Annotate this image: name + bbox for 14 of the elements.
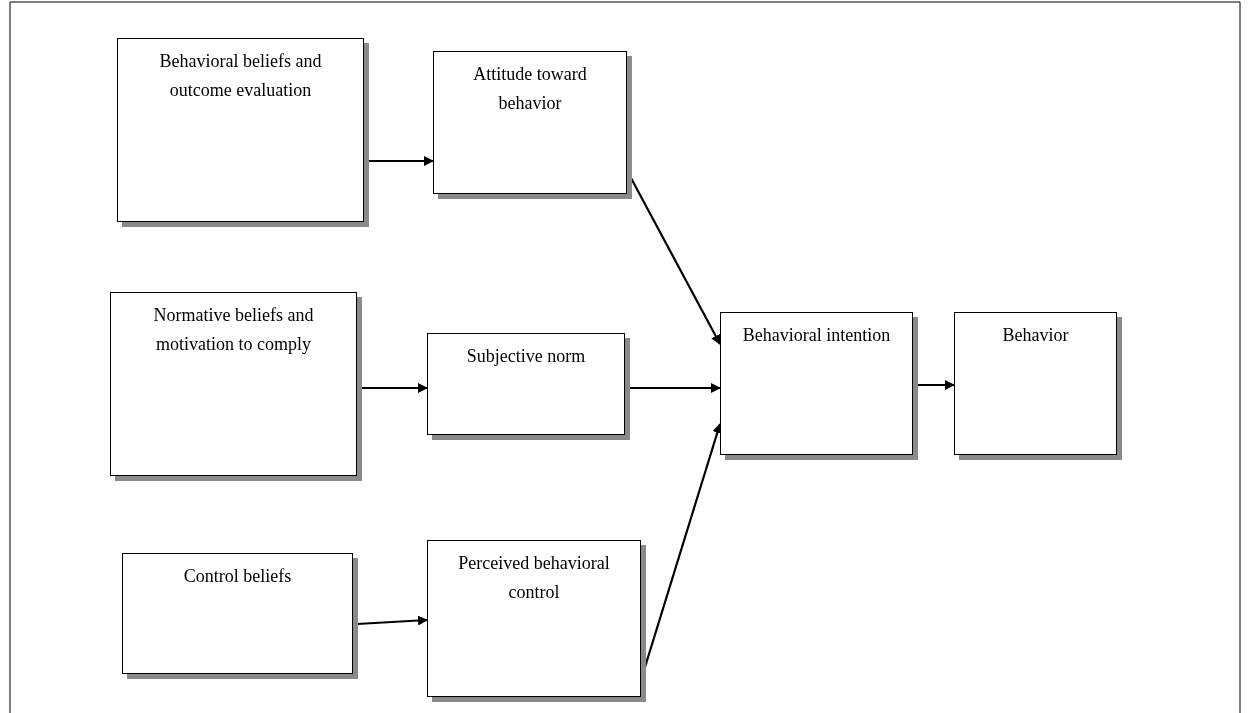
box-label: Normative beliefs and motivation to comply: [152, 304, 315, 356]
box-label: Behavioral beliefs and outcome evaluation: [158, 50, 323, 102]
box-label: Subjective norm: [465, 345, 587, 368]
arrow: [368, 156, 434, 166]
box-label: Behavioral intention: [741, 324, 892, 347]
box-label: Behavior: [1001, 324, 1070, 347]
box-label: Attitude toward behavior: [472, 63, 588, 115]
arrow: [356, 615, 428, 626]
box-label: Perceived behavioral control: [457, 552, 611, 604]
box-label: Control beliefs: [182, 565, 293, 588]
arrow: [361, 383, 428, 393]
arrow: [629, 383, 721, 393]
arrow: [630, 177, 721, 345]
arrow: [917, 380, 955, 390]
